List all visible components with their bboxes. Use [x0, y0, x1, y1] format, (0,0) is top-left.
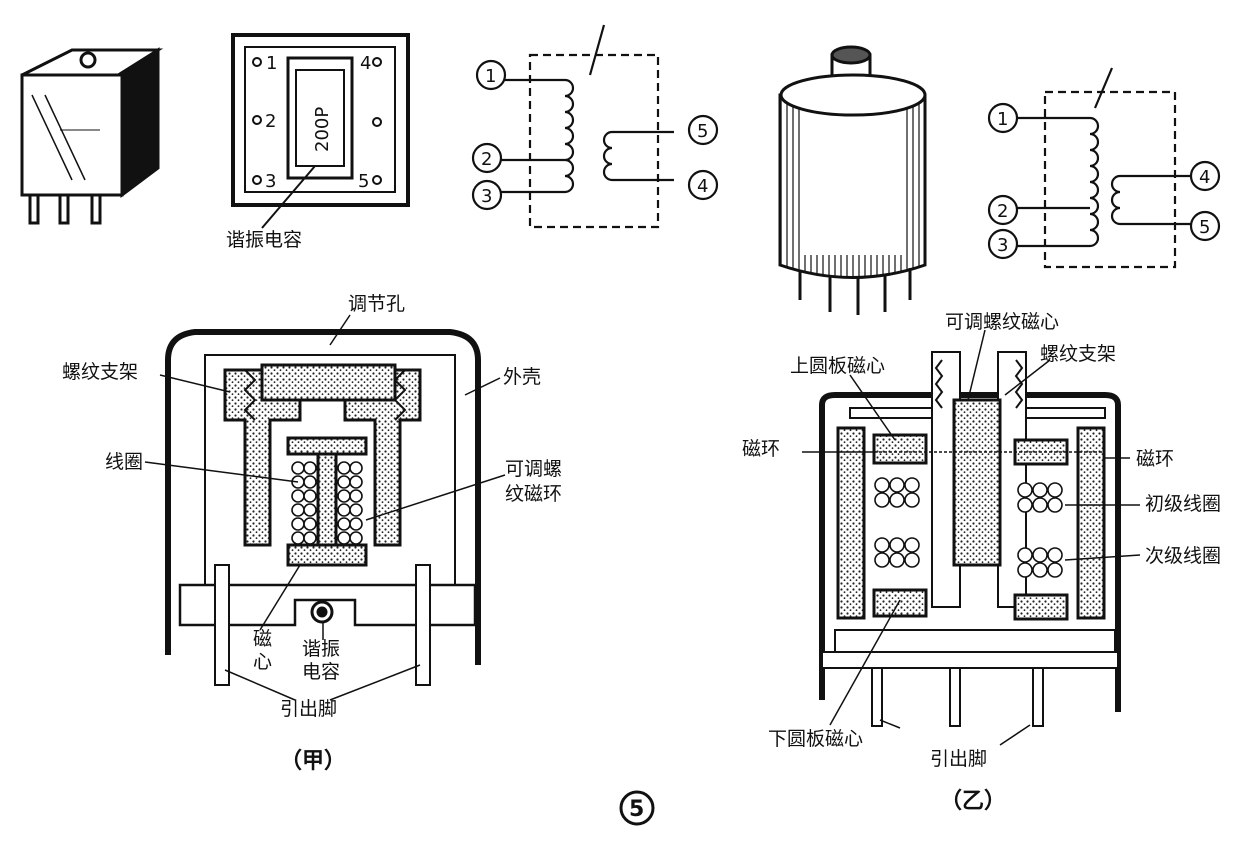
section-a-leaders — [144, 314, 506, 701]
label-cap-2: 电容 — [302, 661, 340, 683]
label-mag-ring-left: 磁环 — [742, 438, 780, 460]
caption-a: （甲） — [280, 749, 346, 774]
schematic-a-pin-1: 1 — [485, 66, 496, 87]
section-b-drawing — [819, 351, 1121, 727]
label-mag-ring-right: 磁环 — [1136, 448, 1174, 470]
figure-number: 5 — [629, 797, 644, 822]
schematic-b-pin-3: 3 — [997, 235, 1008, 256]
schematic-a — [471, 24, 719, 229]
label-adjustable-core: 可调螺纹磁心 — [945, 311, 1059, 333]
label-pins-b: 引出脚 — [930, 748, 987, 770]
schematic-a-pin-3: 3 — [481, 186, 492, 207]
label-secondary-coil: 次级线圈 — [1145, 545, 1221, 567]
schematic-a-pin-4: 4 — [697, 176, 708, 197]
schematic-b-pin-2: 2 — [997, 201, 1008, 222]
pin-label-1: 1 — [266, 53, 277, 74]
label-coil: 线圈 — [105, 451, 143, 473]
section-a-drawing — [165, 329, 481, 686]
resonant-capacitor-label: 谐振电容 — [226, 229, 302, 251]
pin-label-2: 2 — [265, 111, 276, 132]
label-adjust-hole: 调节孔 — [348, 293, 405, 315]
label-cap-1: 谐振 — [302, 638, 340, 660]
label-mag-ring-1: 可调螺 — [505, 458, 562, 480]
capacitor-value: 200P — [312, 107, 333, 152]
schematic-b-pin-4: 4 — [1199, 167, 1210, 188]
label-thread-bracket-a: 螺纹支架 — [62, 361, 138, 383]
schematic-a-pin-2: 2 — [481, 149, 492, 170]
pad-5 — [372, 175, 382, 185]
cube-transformer-drawing — [20, 47, 164, 225]
figure-number-ring — [619, 790, 655, 826]
schematic-b — [987, 67, 1221, 269]
label-upper-core: 上圆板磁心 — [790, 355, 885, 377]
pad-1 — [252, 57, 262, 67]
schematic-b-pin-1: 1 — [997, 109, 1008, 130]
pin-label-5: 5 — [358, 171, 369, 192]
label-thread-bracket-b: 螺纹支架 — [1040, 343, 1116, 365]
label-primary-coil: 初级线圈 — [1145, 493, 1221, 515]
label-core-2: 心 — [253, 651, 272, 673]
pad-4 — [372, 57, 382, 67]
pin-label-4: 4 — [360, 53, 371, 74]
pad-3 — [252, 175, 262, 185]
caption-b: （乙） — [940, 789, 1006, 814]
section-b-leaders — [802, 329, 1141, 746]
pad-n — [372, 117, 382, 127]
label-mag-ring-2: 纹磁环 — [505, 483, 562, 505]
label-core-1: 磁 — [253, 628, 272, 650]
schematic-b-pin-5: 5 — [1199, 217, 1210, 238]
label-shell: 外壳 — [503, 366, 541, 388]
transformer-board-view: 1 4 2 3 5 200P 谐振电容 — [226, 33, 410, 251]
cylinder-transformer-drawing — [778, 45, 927, 315]
schematic-a-pin-5: 5 — [697, 121, 708, 142]
pin-label-3: 3 — [265, 171, 276, 192]
label-pins-a: 引出脚 — [280, 698, 337, 720]
pad-2 — [252, 115, 262, 125]
label-lower-core: 下圆板磁心 — [768, 728, 863, 750]
